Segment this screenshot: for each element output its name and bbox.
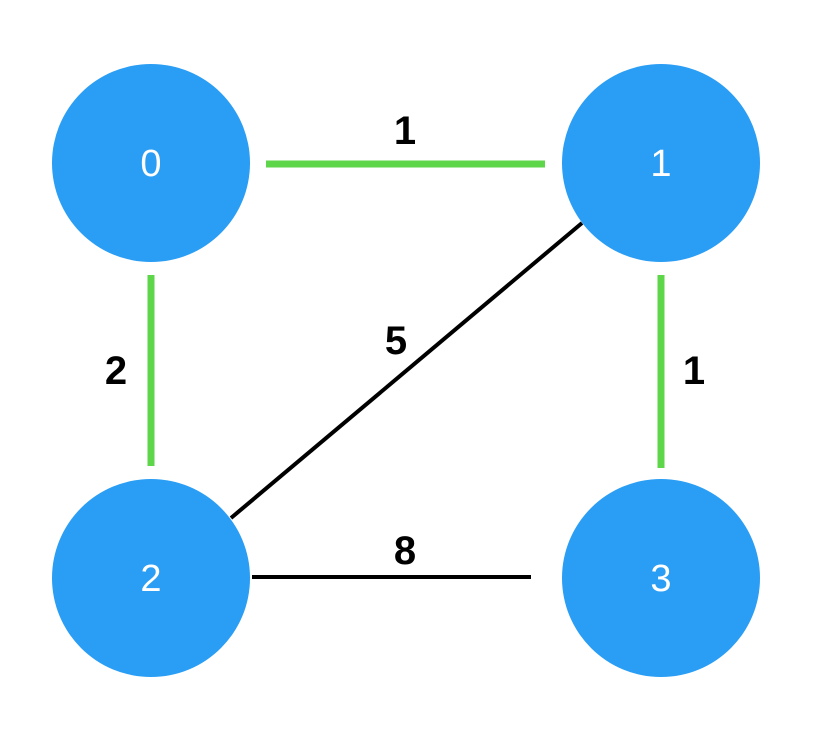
nodes-layer: 0 1 2 3 [52, 64, 760, 677]
edge-weight-label-2-1: 5 [385, 319, 407, 363]
node-circle-3[interactable] [562, 479, 760, 677]
edges-layer [147, 160, 665, 579]
node-label-0: 0 [140, 143, 161, 185]
node-label-2: 2 [140, 558, 161, 600]
graph-node-0[interactable]: 0 [52, 64, 250, 262]
edge-weight-label-1-3: 1 [683, 349, 705, 393]
edge-weight-label-2-3: 8 [394, 529, 416, 573]
edge-weight-label-0-2: 2 [105, 349, 127, 393]
node-label-3: 3 [650, 558, 671, 600]
node-circle-2[interactable] [52, 479, 250, 677]
graph-node-1[interactable]: 1 [562, 64, 760, 262]
edge-2-1[interactable] [229, 221, 584, 520]
node-label-1: 1 [650, 143, 671, 185]
graph-node-3[interactable]: 3 [562, 479, 760, 677]
edge-weight-labels-layer: 1 2 1 5 8 [105, 109, 705, 573]
node-circle-0[interactable] [52, 64, 250, 262]
edge-weight-label-0-1: 1 [394, 109, 416, 153]
node-circle-1[interactable] [562, 64, 760, 262]
graph-node-2[interactable]: 2 [52, 479, 250, 677]
